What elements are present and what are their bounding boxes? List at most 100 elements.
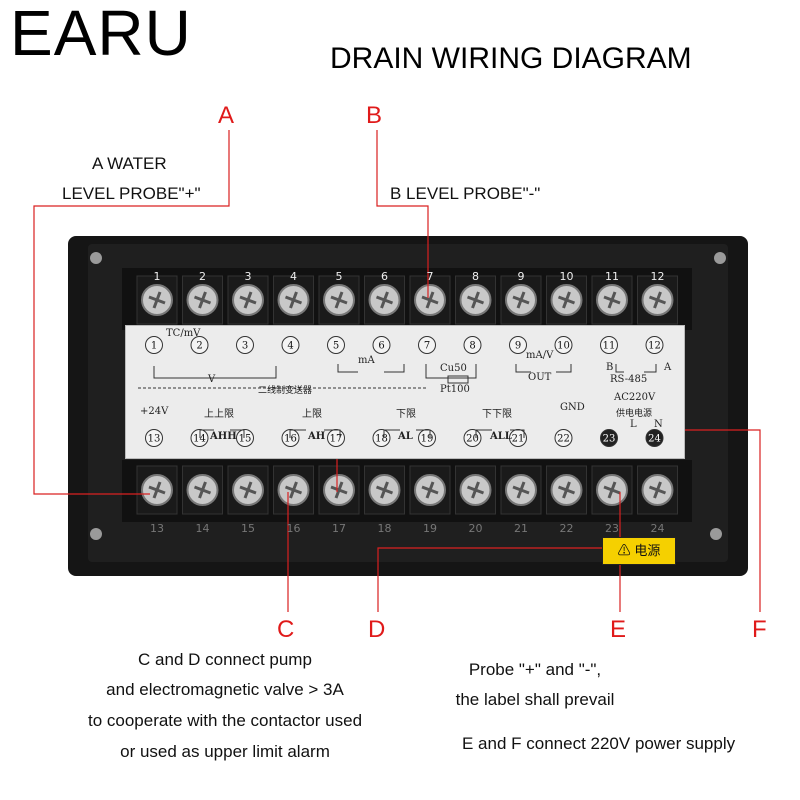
panel-circle-1 xyxy=(145,336,163,354)
panel-circle-number-11: 11 xyxy=(603,341,616,352)
terminal-number-24: 24 xyxy=(650,522,665,535)
terminal-number-23: 23 xyxy=(605,522,619,535)
terminal-number-9: 9 xyxy=(517,270,525,283)
corner-screw xyxy=(710,528,722,540)
corner-screw xyxy=(90,252,102,264)
terminal-number-13: 13 xyxy=(150,522,164,535)
panel-circle-7 xyxy=(418,336,436,354)
panel-upper: 上限 xyxy=(302,409,322,420)
corner-screw xyxy=(714,252,726,264)
note-a-line1: A WATER xyxy=(92,154,167,173)
panel-circle-number-20: 20 xyxy=(466,434,479,445)
panel-gnd: GND xyxy=(560,402,585,413)
panel-upper-upper: 上上限 xyxy=(204,409,234,420)
terminal-number-22: 22 xyxy=(559,522,574,535)
panel-all: ALL xyxy=(490,431,512,442)
panel-plus24: +24V xyxy=(140,406,169,417)
panel-circle-number-1: 1 xyxy=(151,341,157,352)
panel-transmitter: 二线制变送器 xyxy=(258,386,313,396)
panel-lower: 下限 xyxy=(396,409,416,420)
panel-circle-12 xyxy=(645,336,664,354)
terminal-number-16: 16 xyxy=(286,522,301,535)
panel-circle-5 xyxy=(327,336,345,354)
terminal-number-21: 21 xyxy=(514,522,528,535)
terminal-number-12: 12 xyxy=(650,270,665,283)
panel-circle-3 xyxy=(236,336,254,354)
panel-circle-number-17: 17 xyxy=(330,434,343,445)
panel-circle-number-24: 24 xyxy=(648,434,661,445)
panel-circle-number-12: 12 xyxy=(648,341,661,352)
terminal-number-14: 14 xyxy=(195,522,210,535)
terminal-number-7: 7 xyxy=(426,270,434,283)
terminal-number-8: 8 xyxy=(472,270,479,283)
panel-a-label: A xyxy=(664,362,672,373)
panel-al: AL xyxy=(398,431,413,442)
corner-screw xyxy=(90,528,102,540)
terminal-number-2: 2 xyxy=(199,270,206,283)
leader-line-a xyxy=(33,130,230,495)
panel-circle-18 xyxy=(372,429,391,447)
panel-circle-8 xyxy=(463,336,482,354)
panel-circle-23 xyxy=(600,429,618,447)
note-probe-line2: the label shall prevail xyxy=(455,690,615,709)
panel-ma-label: mA xyxy=(358,355,375,366)
terminal-number-15: 15 xyxy=(241,522,255,535)
panel-circle-13 xyxy=(145,429,163,447)
panel-v-label: V xyxy=(208,374,216,385)
terminal-number-3: 3 xyxy=(244,270,252,283)
panel-lower-lower: 下下限 xyxy=(482,409,512,420)
panel-rs485: RS-485 xyxy=(610,374,648,385)
panel-ac220: AC220V xyxy=(614,392,656,403)
panel-ahh: AHH xyxy=(210,431,237,442)
panel-circle-number-2: 2 xyxy=(196,341,202,352)
warning-label: 电源 xyxy=(634,543,661,558)
leader-line-d xyxy=(377,547,620,612)
note-cd-line1: C and D connect pump xyxy=(138,650,312,669)
terminal-number-4: 4 xyxy=(290,270,297,283)
terminal-number-19: 19 xyxy=(423,522,437,535)
callout-e: E xyxy=(610,616,627,643)
panel-circle-number-15: 15 xyxy=(239,434,252,445)
panel-circle-number-5: 5 xyxy=(333,341,339,352)
callout-d: D xyxy=(368,616,386,643)
panel-circle-number-21: 21 xyxy=(512,434,525,445)
panel-circle-number-16: 16 xyxy=(284,434,297,445)
panel-circle-number-13: 13 xyxy=(148,434,161,445)
panel-circle-number-6: 6 xyxy=(378,341,384,352)
panel-circle-11 xyxy=(600,336,618,354)
panel-n-label: N xyxy=(654,419,663,430)
panel-power-supply: 供电电源 xyxy=(616,409,653,419)
panel-l-label: L xyxy=(630,419,637,430)
panel-circle-6 xyxy=(372,336,391,354)
note-cd-line4: or used as upper limit alarm xyxy=(120,742,330,761)
note-ef-line1: E and F connect 220V power supply xyxy=(462,734,736,753)
top-screws xyxy=(136,275,678,325)
panel-circle-2 xyxy=(190,336,209,354)
warning-triangle-icon: ⚠ xyxy=(617,543,631,558)
panel-circle-9 xyxy=(509,336,527,354)
panel-circle-number-22: 22 xyxy=(557,434,570,445)
panel-out: OUT xyxy=(528,372,552,383)
note-cd-line3: to cooperate with the contactor used xyxy=(87,711,363,730)
panel-ma-v: mA/V xyxy=(526,350,554,361)
note-cd-line2: and electromagnetic valve > 3A xyxy=(106,680,344,699)
panel-circle-number-10: 10 xyxy=(557,341,570,352)
terminal-number-17: 17 xyxy=(332,522,346,535)
terminal-number-5: 5 xyxy=(335,270,343,283)
terminal-number-10: 10 xyxy=(559,270,574,283)
panel-cu50: Cu50 xyxy=(440,363,467,374)
terminal-number-6: 6 xyxy=(381,270,388,283)
terminal-number-1: 1 xyxy=(153,270,161,283)
panel-circle-20 xyxy=(463,429,482,447)
terminal-number-18: 18 xyxy=(377,522,392,535)
panel-circle-10 xyxy=(554,336,573,354)
note-probe-line1: Probe "+" and "-", xyxy=(468,660,602,679)
panel-circle-number-19: 19 xyxy=(421,434,434,445)
panel-circle-number-7: 7 xyxy=(424,341,430,352)
leader-line-b xyxy=(376,130,429,298)
callout-c: C xyxy=(277,616,295,643)
note-a-line2: LEVEL PROBE"+" xyxy=(62,184,201,203)
terminal-number-20: 20 xyxy=(468,522,483,535)
panel-circle-number-23: 23 xyxy=(603,434,616,445)
